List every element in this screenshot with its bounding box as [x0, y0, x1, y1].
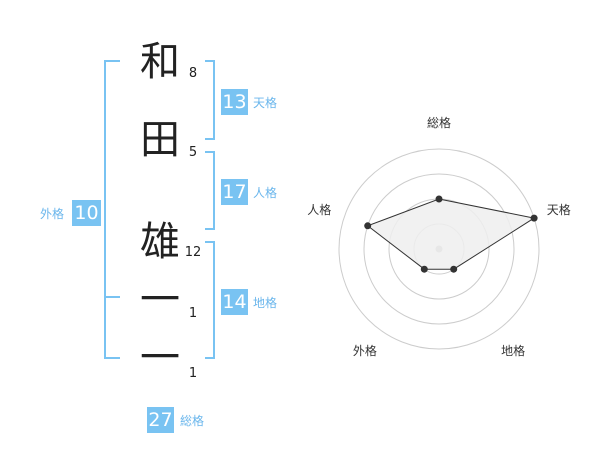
chikaku-bracket — [205, 241, 215, 359]
stroke-count-4: 1 — [188, 306, 198, 321]
stroke-count-3: 12 — [184, 245, 202, 260]
radar-ring-3 — [363, 173, 515, 325]
name-char-3: 雄 — [140, 219, 180, 265]
tenkaku-label: 天格 — [253, 96, 278, 110]
gaikaku-bracket — [104, 60, 120, 359]
radar-axis-label-0: 総格 — [427, 115, 451, 130]
radar-axis-label-2: 地格 — [501, 343, 525, 358]
radar-point-4 — [364, 222, 372, 230]
radar-series — [364, 195, 538, 273]
radar-point-1 — [530, 214, 538, 222]
radar-ring-4 — [338, 148, 540, 350]
stroke-count-1: 8 — [188, 66, 198, 81]
chikaku-label: 地格 — [253, 296, 278, 310]
gaikaku-label: 外格 — [40, 207, 65, 221]
radar-axis-label-4: 人格 — [307, 202, 331, 217]
name-char-2: 田 — [140, 117, 180, 163]
name-char-1: 和 — [140, 39, 180, 85]
fortune-brackets — [104, 60, 215, 359]
soukaku-value: 27 — [147, 407, 174, 433]
radar-point-2 — [450, 265, 458, 273]
tenkaku-value: 13 — [221, 89, 248, 115]
stroke-count-2: 5 — [188, 145, 198, 160]
soukaku-label: 総格 — [180, 414, 205, 428]
jinkaku-label: 人格 — [253, 186, 278, 200]
jinkaku-bracket — [205, 151, 215, 230]
name-char-4: 一 — [140, 277, 180, 323]
name-char-5: 一 — [140, 335, 180, 381]
gaikaku-value: 10 — [72, 200, 101, 226]
radar-point-0 — [435, 195, 443, 203]
radar-axis-label-1: 天格 — [547, 202, 571, 217]
radar-series-area — [366, 198, 536, 270]
radar-point-3 — [420, 265, 428, 273]
radar-axis-label-3: 外格 — [353, 343, 377, 358]
jinkaku-value: 17 — [221, 179, 248, 205]
stroke-count-5: 1 — [188, 366, 198, 381]
tenkaku-bracket — [205, 60, 215, 140]
chikaku-value: 14 — [221, 289, 248, 315]
